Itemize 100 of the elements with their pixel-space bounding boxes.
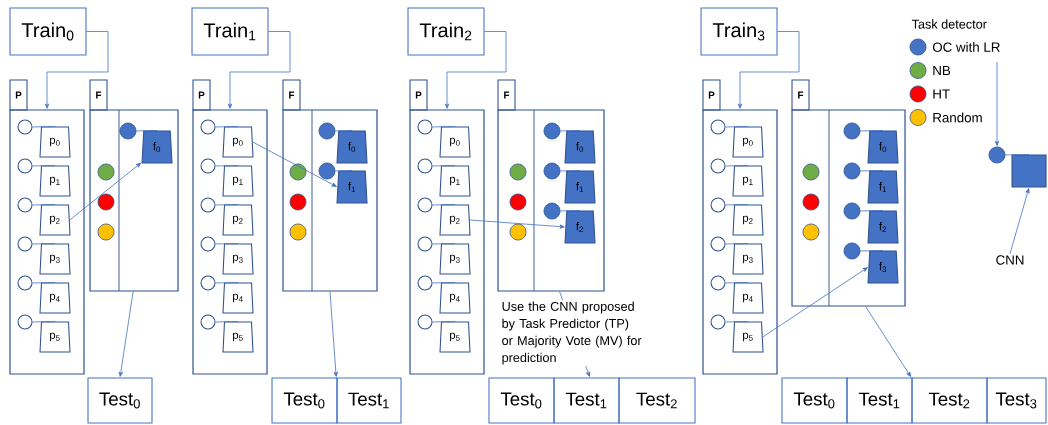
arrow: [227, 31, 291, 109]
connector-line: [32, 126, 56, 128]
connector-line: [432, 204, 456, 206]
connector-line: [725, 165, 749, 167]
circle: [543, 202, 561, 220]
trapezoid: p$_{2}$: [439, 204, 471, 236]
circle: [97, 193, 115, 211]
trapezoid: p$_{2}$: [39, 204, 71, 236]
connector-line: [215, 126, 239, 128]
connector-line: [432, 126, 456, 128]
connector-line: [32, 204, 56, 206]
circle: [710, 314, 726, 330]
circle: [200, 314, 216, 330]
trapezoid: p$_{0}$: [732, 126, 764, 158]
arrow: [762, 267, 868, 338]
connector-line: [432, 165, 456, 167]
arrow: [118, 291, 134, 377]
circle: [17, 275, 33, 291]
node-label: P: [708, 91, 715, 99]
trapezoid: f$_{1}$: [867, 170, 899, 204]
note-text: Use the CNN proposed by Task Predictor (TP) or Majority Vote (MV) for prediction: [500, 300, 655, 366]
node-label: F: [289, 91, 295, 99]
connector-line: [136, 130, 158, 132]
circle: [17, 197, 33, 213]
trapezoid: p$_{5}$: [732, 321, 764, 353]
circle: [509, 163, 527, 181]
arrow: [329, 291, 338, 377]
test-box: Test$_{3}$: [986, 377, 1047, 424]
arrow: [252, 141, 337, 187]
arrow: [737, 31, 800, 109]
connector-line: [215, 282, 239, 284]
trapezoid: f$_{1}$: [336, 170, 368, 204]
circle: [17, 158, 33, 174]
circle: [417, 314, 433, 330]
test-box: Test$_{0}$: [781, 377, 848, 424]
trapezoid: p$_{5}$: [439, 321, 471, 353]
arrow: [444, 31, 507, 109]
connector-line: [32, 243, 56, 245]
trapezoid: p$_{2}$: [732, 204, 764, 236]
circle: [417, 197, 433, 213]
connector-line: [860, 250, 884, 252]
connector-line: [860, 170, 884, 172]
circle: [710, 158, 726, 174]
test-box: Test$_{0}$: [488, 377, 555, 424]
connector-line: [32, 282, 56, 284]
arrow: [469, 219, 565, 229]
connector-line: [432, 243, 456, 245]
train-box: Train$_{2}$: [407, 7, 485, 56]
trapezoid: p$_{2}$: [222, 204, 254, 236]
arrow: [44, 31, 109, 109]
test-box: Test$_{1}$: [336, 377, 402, 424]
train-box: Train$_{1}$: [191, 7, 269, 56]
legend-title: Task detector: [911, 19, 987, 29]
trapezoid: p$_{0}$: [222, 126, 254, 158]
connector-line: [560, 210, 581, 212]
connector-line: [860, 210, 884, 212]
circle: [509, 193, 527, 211]
test-box: Test$_{1}$: [553, 377, 620, 424]
connector-line: [725, 204, 749, 206]
trapezoid: f$_{1}$: [564, 170, 596, 204]
circle: [200, 158, 216, 174]
node-label: P: [198, 91, 205, 99]
circle: [200, 119, 216, 135]
legend-label: HT: [933, 89, 950, 99]
connector-line: [215, 243, 239, 245]
connector-line: [725, 126, 749, 128]
trapezoid: p$_{1}$: [39, 165, 71, 197]
connector-line: [1005, 154, 1030, 156]
circle: [200, 275, 216, 291]
circle: [710, 119, 726, 135]
circle: [843, 122, 861, 140]
trapezoid: p$_{3}$: [222, 243, 254, 275]
trapezoid: p$_{1}$: [732, 165, 764, 197]
circle: [289, 193, 307, 211]
connector-line: [560, 130, 581, 132]
node-label: P: [15, 91, 22, 99]
circle: [802, 193, 820, 211]
circle: [17, 314, 33, 330]
circle: [97, 163, 115, 181]
circle: [417, 119, 433, 135]
circle: [417, 158, 433, 174]
trapezoid: p$_{4}$: [439, 282, 471, 314]
circle: [802, 223, 820, 241]
circle: [17, 119, 33, 135]
legend-label: OC with LR: [932, 42, 1000, 52]
circle: [417, 236, 433, 252]
circle: [710, 275, 726, 291]
trapezoid: f$_{0}$: [141, 130, 173, 164]
trapezoid: p$_{4}$: [732, 282, 764, 314]
trapezoid: f$_{0}$: [867, 130, 899, 164]
circle: [843, 242, 861, 260]
circle: [710, 236, 726, 252]
circle: [318, 122, 336, 140]
connector-line: [860, 130, 884, 132]
trapezoid: f$_{3}$: [867, 250, 899, 284]
legend-label: NB: [933, 65, 951, 76]
trapezoid: p$_{1}$: [222, 165, 254, 197]
connector-line: [725, 282, 749, 284]
trapezoid: p$_{3}$: [439, 243, 471, 275]
connector-line: [432, 282, 456, 284]
